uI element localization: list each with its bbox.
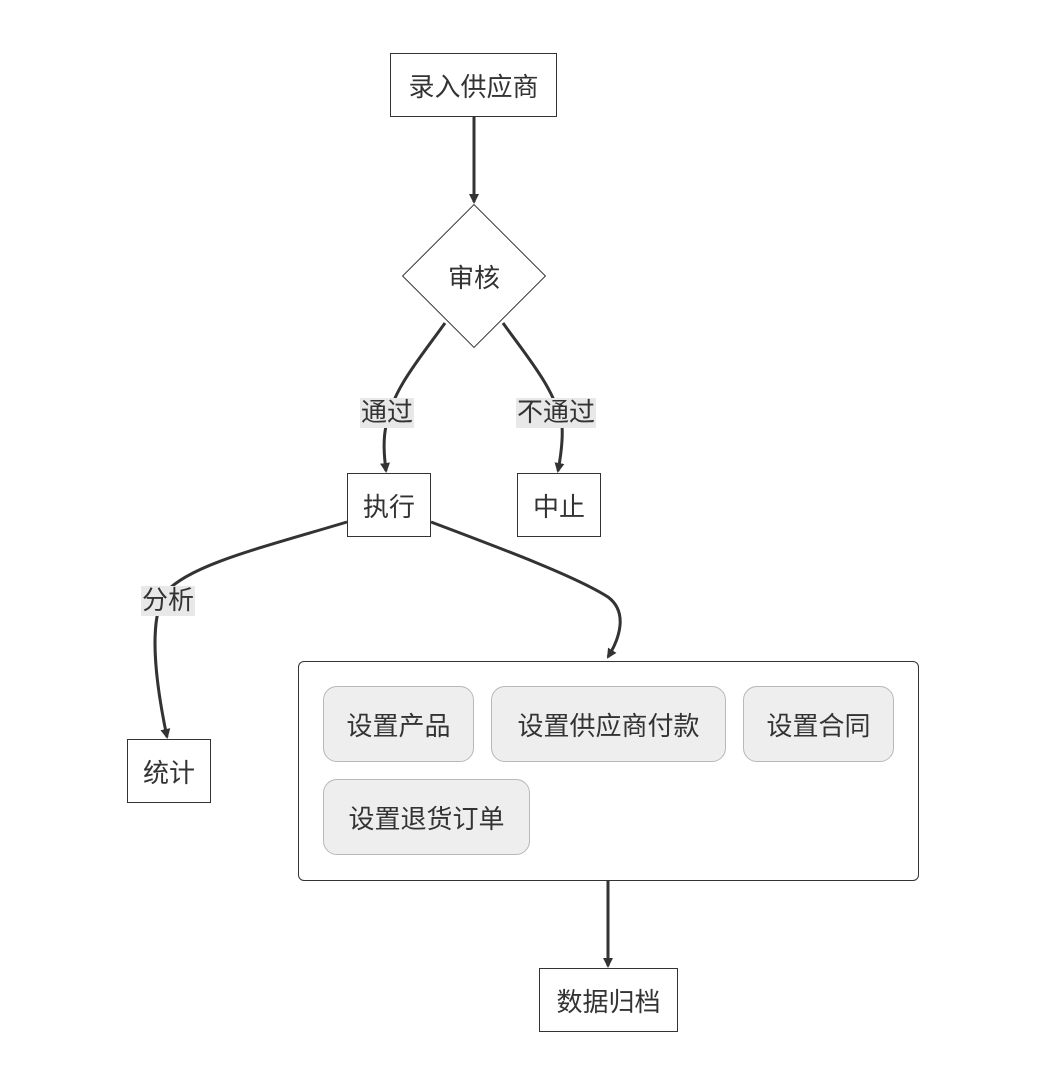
chip-set-supplier-payment: 设置供应商付款 [491, 686, 726, 762]
edge-label-analyze: 分析 [141, 586, 196, 616]
node-archive: 数据归档 [539, 968, 678, 1032]
node-abort: 中止 [517, 473, 601, 537]
node-review-label: 审核 [447, 263, 500, 294]
edge-label-fail: 不通过 [516, 398, 597, 428]
node-stats: 统计 [127, 739, 211, 803]
node-entry: 录入供应商 [390, 53, 557, 117]
chip-set-return-order: 设置退货订单 [323, 779, 530, 855]
node-execute: 执行 [347, 473, 431, 537]
edge-execute-to-group [430, 520, 622, 659]
edge-review-to-execute [380, 322, 447, 473]
chip-set-product: 设置产品 [323, 686, 474, 762]
chip-set-contract: 设置合同 [743, 686, 894, 762]
edge-review-to-abort [501, 322, 565, 473]
edge-label-pass: 通过 [360, 398, 415, 428]
